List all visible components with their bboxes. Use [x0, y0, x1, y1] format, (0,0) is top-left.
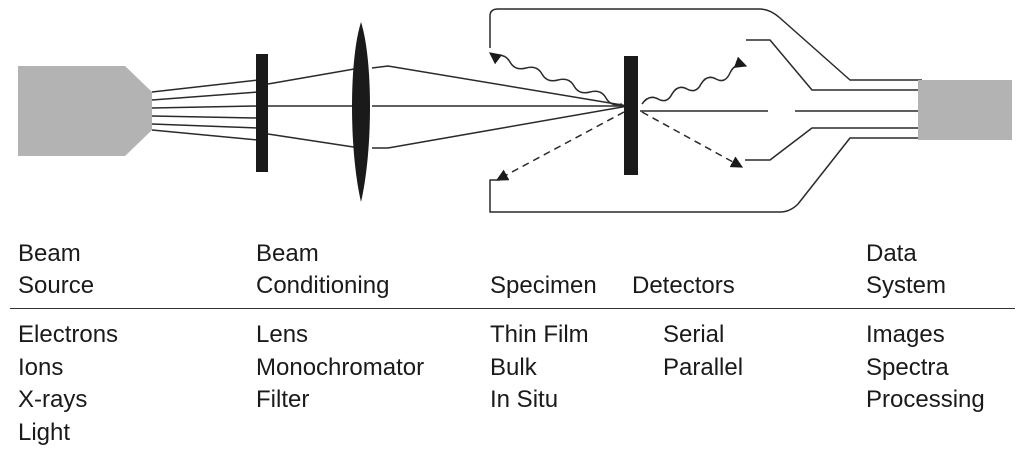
source-rays — [151, 79, 259, 141]
scatter-arrows — [495, 111, 744, 181]
aperture-bar — [256, 54, 268, 172]
beam-source-header-line1: Beam — [18, 240, 81, 267]
list-item: Monochromator — [256, 353, 425, 381]
list-item: Bulk — [490, 353, 537, 381]
list-item: Thin Film — [490, 321, 589, 348]
list-item: Serial — [663, 321, 725, 348]
conditioned-rays — [267, 67, 361, 149]
converging-rays — [371, 65, 629, 149]
list-item: Images — [866, 321, 945, 348]
header-divider — [10, 308, 1015, 309]
data-system-header-line1: Data — [866, 240, 917, 267]
data-system-box — [918, 80, 1012, 140]
list-item: Electrons — [18, 321, 119, 348]
beam-instrument-diagram — [18, 8, 1012, 213]
specimen-list: Thin Film Bulk In Situ — [490, 319, 589, 417]
list-item: Lens — [256, 321, 309, 348]
beam-conditioning-header-line1: Beam — [256, 240, 319, 267]
detectors-header: Detectors — [632, 272, 735, 299]
list-item: X-rays — [18, 386, 88, 413]
specimen-bar — [624, 56, 638, 175]
beam-source-shape — [18, 66, 152, 156]
lens-shape — [352, 22, 370, 202]
list-item: In Situ — [490, 386, 559, 413]
list-item: Ions — [18, 353, 64, 381]
list-item: Filter — [256, 386, 310, 413]
list-item: Processing — [866, 386, 985, 413]
data-system-list: Images Spectra Processing — [866, 319, 985, 417]
specimen-header: Specimen — [490, 272, 597, 299]
beam-conditioning-header-line2: Conditioning — [256, 272, 390, 299]
data-system-header-line2: System — [866, 272, 947, 299]
list-item: Parallel — [663, 353, 744, 381]
beam-conditioning-list: Lens Monochromator Filter — [256, 319, 424, 417]
list-item: Spectra — [866, 353, 949, 381]
beam-source-list: Electrons Ions X-rays Light — [18, 319, 118, 449]
list-item: Light — [18, 418, 71, 446]
emission-waves — [489, 52, 748, 106]
beam-source-header-line2: Source — [18, 272, 95, 299]
signal-paths — [489, 8, 922, 213]
detectors-list: Serial Parallel — [663, 319, 743, 384]
